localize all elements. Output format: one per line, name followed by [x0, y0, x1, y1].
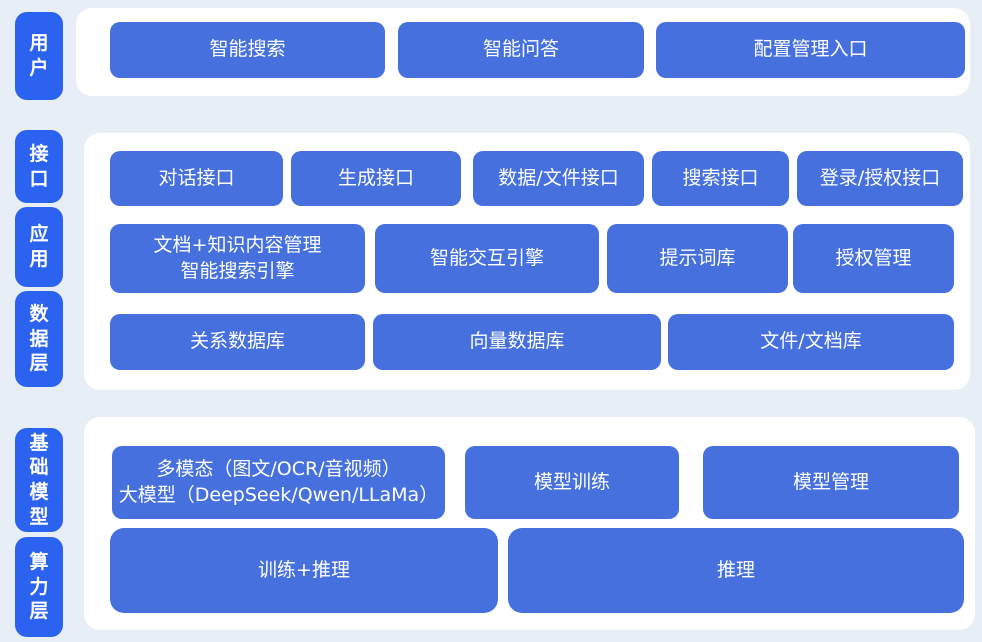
- block-config-management-entry: 配置管理入口: [656, 22, 965, 78]
- layer-label-compute: 算力层: [15, 537, 63, 637]
- block-dialog-api: 对话接口: [110, 151, 283, 206]
- block-file-document-store-label: 文件/文档库: [760, 330, 862, 353]
- block-prompt-library: 提示词库: [607, 224, 788, 293]
- block-model-management: 模型管理: [703, 446, 959, 519]
- block-smart-qa-label: 智能问答: [482, 38, 559, 61]
- layer-label-application-text: 应用: [29, 223, 49, 270]
- layer-label-data: 数据层: [15, 291, 63, 387]
- block-inference-label: 推理: [716, 558, 755, 581]
- block-data-file-api-label: 数据/文件接口: [498, 166, 619, 189]
- block-interactive-engine-label: 智能交互引擎: [429, 246, 544, 269]
- block-vector-database: 向量数据库: [373, 314, 661, 370]
- block-multimodal-llm-line1: 多模态（图文/OCR/音视频）: [156, 457, 401, 480]
- block-model-training: 模型训练: [465, 446, 679, 519]
- layer-label-base-model-text: 基础模型: [29, 431, 49, 528]
- block-login-auth-api: 登录/授权接口: [797, 151, 963, 206]
- layer-label-data-text: 数据层: [29, 302, 49, 375]
- block-smart-search-label: 智能搜索: [209, 38, 286, 61]
- block-interactive-engine: 智能交互引擎: [375, 224, 599, 293]
- layer-label-interface: 接口: [15, 130, 63, 203]
- block-relational-database: 关系数据库: [110, 314, 365, 370]
- block-doc-knowledge-line2: 智能搜索引擎: [180, 259, 295, 282]
- block-model-training-label: 模型训练: [533, 470, 610, 493]
- block-training-inference: 训练+推理: [110, 528, 498, 613]
- block-search-api-label: 搜索接口: [682, 166, 759, 189]
- block-doc-knowledge-search-engine: 文档+知识内容管理 智能搜索引擎: [110, 224, 365, 293]
- block-relational-database-label: 关系数据库: [189, 330, 285, 353]
- layer-label-user: 用户: [15, 12, 63, 100]
- block-smart-qa: 智能问答: [398, 22, 644, 78]
- block-training-inference-label: 训练+推理: [258, 558, 350, 581]
- layer-label-application: 应用: [15, 207, 63, 287]
- block-dialog-api-label: 对话接口: [158, 166, 235, 189]
- block-smart-search: 智能搜索: [110, 22, 385, 78]
- block-multimodal-llm-line2: 大模型（DeepSeek/Qwen/LLaMa）: [118, 483, 439, 506]
- layer-label-base-model: 基础模型: [15, 428, 63, 532]
- block-file-document-store: 文件/文档库: [668, 314, 954, 370]
- block-login-auth-api-label: 登录/授权接口: [819, 166, 941, 189]
- block-authorization-management-label: 授权管理: [835, 246, 912, 269]
- block-prompt-library-label: 提示词库: [659, 246, 736, 269]
- block-data-file-api: 数据/文件接口: [473, 151, 644, 206]
- block-generation-api-label: 生成接口: [337, 166, 414, 189]
- block-search-api: 搜索接口: [652, 151, 789, 206]
- block-doc-knowledge-line1: 文档+知识内容管理: [153, 233, 322, 256]
- block-model-management-label: 模型管理: [792, 470, 869, 493]
- block-authorization-management: 授权管理: [793, 224, 954, 293]
- block-multimodal-llm: 多模态（图文/OCR/音视频） 大模型（DeepSeek/Qwen/LLaMa）: [112, 446, 445, 519]
- layer-label-compute-text: 算力层: [29, 550, 49, 623]
- block-vector-database-label: 向量数据库: [469, 330, 565, 353]
- block-inference: 推理: [508, 528, 964, 613]
- layer-label-user-text: 用户: [29, 32, 49, 79]
- block-generation-api: 生成接口: [291, 151, 461, 206]
- layer-label-interface-text: 接口: [29, 142, 49, 190]
- block-config-management-entry-label: 配置管理入口: [753, 38, 868, 61]
